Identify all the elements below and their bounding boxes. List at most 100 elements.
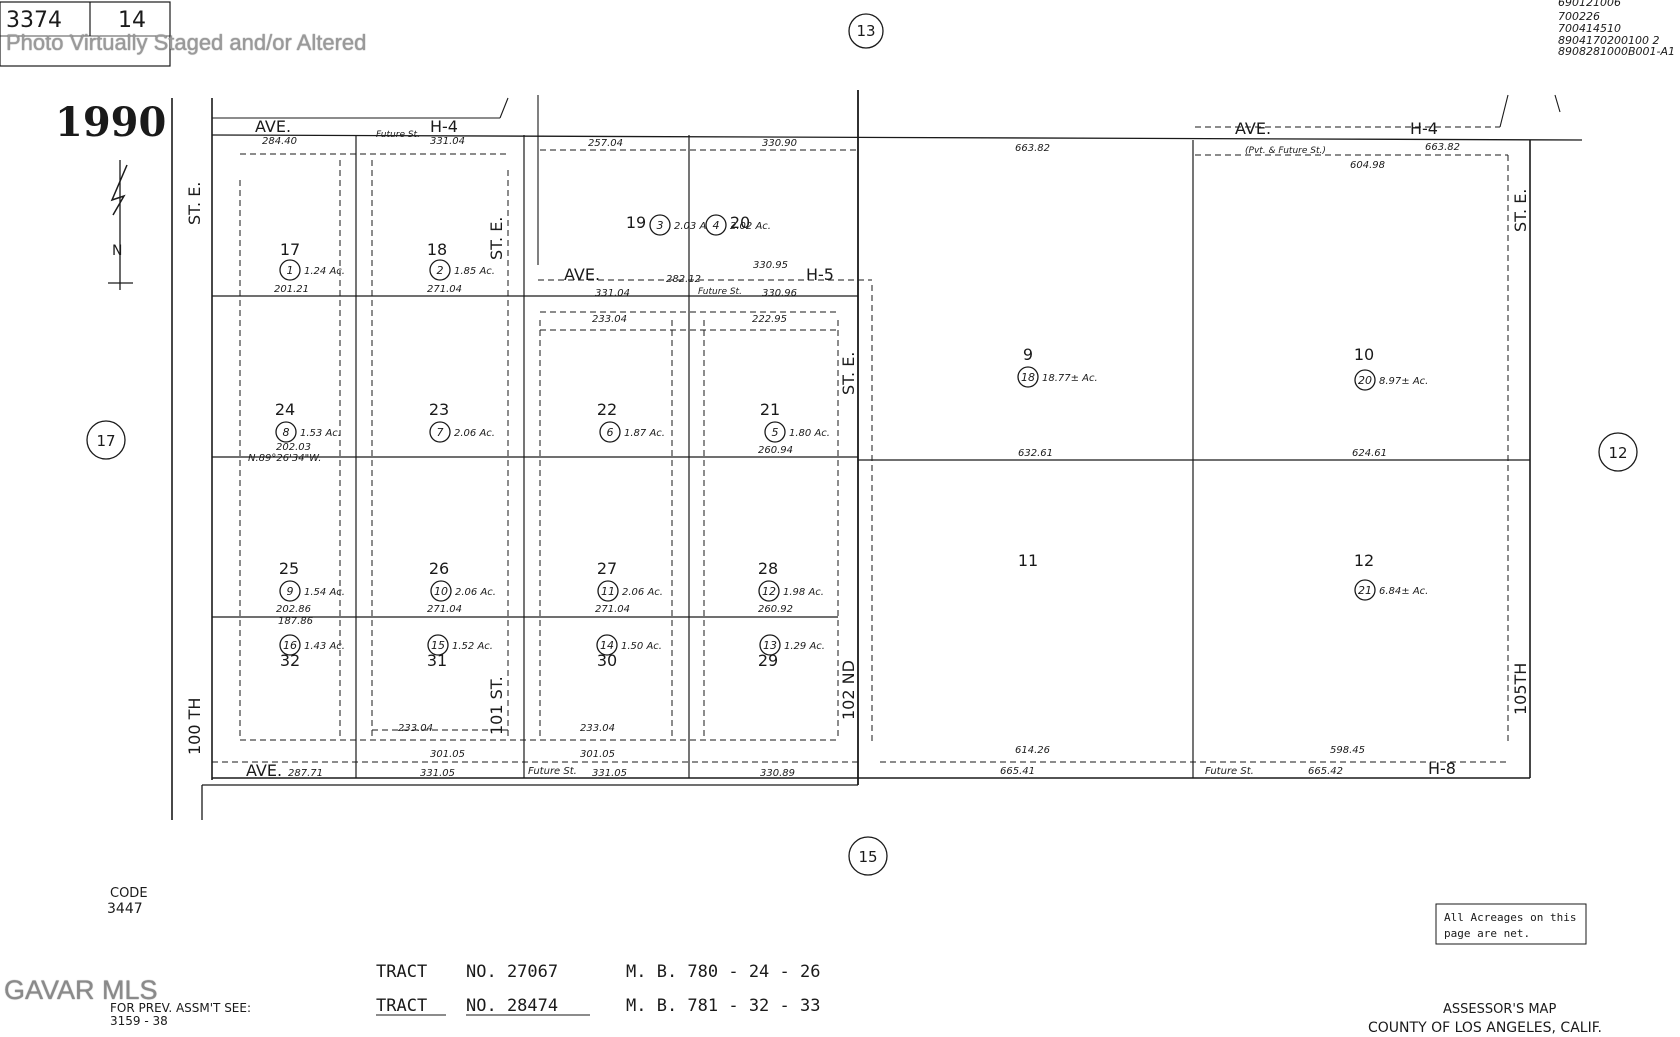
dimension: 598.45 [1330, 745, 1365, 756]
street-future: Future St. [528, 766, 577, 777]
lot-parcel[interactable]: 25 9 1.54 Ac. [279, 559, 345, 602]
parcel-acreage: 1.80 Ac. [789, 428, 830, 439]
parcel-number: 16 [283, 639, 297, 652]
dimension: 665.41 [1000, 766, 1035, 777]
tract-number: NO. 27067 [466, 962, 558, 982]
file-codes: 690121006 700226 700414510 8904170200100… [1558, 0, 1675, 58]
dimension: 287.71 [288, 768, 323, 779]
adjoining-page-17[interactable]: 17 [86, 420, 126, 460]
parcel-number: 4 [713, 219, 720, 232]
street-100th: 100 TH [185, 698, 204, 755]
note-line: All Acreages on this [1444, 911, 1576, 924]
parcel-acreage: 1.53 Ac. [300, 428, 341, 439]
dimension: 330.89 [760, 768, 795, 779]
parcel-acreage: 6.84± Ac. [1379, 586, 1428, 597]
dimension: 271.04 [595, 604, 630, 615]
svg-text:12: 12 [1608, 444, 1627, 462]
parcel-acreage: 1.50 Ac. [621, 641, 662, 652]
tract-map-book: M. B. 780 - 24 - 26 [626, 962, 820, 982]
code-block: CODE 3447 [107, 886, 148, 917]
dimension: 624.61 [1352, 448, 1387, 459]
map-number-box: 3374 14 [0, 1, 171, 67]
adjoining-page-15[interactable]: 15 [848, 836, 888, 876]
dimension: 271.04 [427, 604, 462, 615]
adjoining-page-12[interactable]: 12 [1598, 432, 1638, 472]
tract-references: TRACT NO. 27067 M. B. 780 - 24 - 26 TRAC… [376, 962, 820, 1016]
street-st-e-102: ST. E. [839, 352, 858, 395]
parcel-number: 9 [287, 585, 294, 598]
lot-number: 21 [760, 400, 780, 419]
dimension: 202.03 [276, 442, 311, 453]
street-ave-h4-right: AVE. [1235, 119, 1271, 138]
adjoining-page-13[interactable]: 13 [848, 13, 884, 49]
parcel-number: 13 [763, 639, 777, 652]
parcel-number: 21 [1358, 584, 1372, 597]
dimension: 233.04 [398, 723, 433, 734]
dimension: 201.21 [274, 284, 309, 295]
prev-assessment-label: FOR PREV. ASSM'T SEE: [110, 1001, 251, 1015]
lot-number: 26 [429, 559, 449, 578]
parcel-circle [279, 580, 301, 602]
watermark-mls: GAVAR MLS [4, 975, 158, 1005]
lot-number: 23 [429, 400, 449, 419]
street-ave-h4-right-name: H-4 [1410, 119, 1438, 138]
lot-number: 29 [758, 651, 778, 670]
parcel-circle [758, 580, 780, 602]
lot-number: 20 [730, 213, 750, 232]
dimension: 202.86 [276, 604, 311, 615]
parcel-acreage: 1.29 Ac. [784, 641, 825, 652]
parcel-circle [279, 259, 301, 281]
parcel-circle [1354, 369, 1376, 391]
parcel-acreage: 8.97± Ac. [1379, 376, 1428, 387]
parcel-circle [597, 580, 619, 602]
lot-number: 12 [1354, 551, 1374, 570]
dimension: 331.05 [420, 768, 455, 779]
parcel-circle [1017, 366, 1039, 388]
lot-number: 11 [1018, 551, 1038, 570]
lot-parcel[interactable]: 11 [1018, 551, 1038, 570]
street-st-e-105: ST. E. [1511, 189, 1530, 232]
parcel-acreage: 1.98 Ac. [783, 587, 824, 598]
parcel-circle [1354, 579, 1376, 601]
map-year: 1990 [55, 99, 166, 146]
dimension: 665.42 [1308, 766, 1343, 777]
dimension: 331.04 [595, 288, 630, 299]
parcel-lines [171, 90, 1583, 820]
dimension: N.89°26'34"W. [248, 453, 321, 464]
dimension: 271.04 [427, 284, 462, 295]
parcel-acreage: 1.43 Ac. [304, 641, 345, 652]
tract-map-book: M. B. 781 - 32 - 33 [626, 996, 820, 1016]
lot-number: 25 [279, 559, 299, 578]
parcel-number: 12 [762, 585, 776, 598]
lot-parcel[interactable]: 12 21 6.84± Ac. [1354, 551, 1429, 601]
parcel-acreage: 1.54 Ac. [304, 587, 345, 598]
dimension: 260.94 [758, 445, 793, 456]
street-102nd: 102 ND [839, 660, 858, 720]
parcel-number: 20 [1358, 374, 1372, 387]
parcel-acreage: 2.06 Ac. [454, 428, 495, 439]
parcel-circle [759, 634, 781, 656]
street-101st: 101 ST. [487, 676, 506, 735]
parcel-circle [705, 214, 727, 236]
parcel-acreage: 1.24 Ac. [304, 266, 345, 277]
file-code: 690121006 [1558, 0, 1621, 9]
street-ave-h8-name: H-8 [1428, 759, 1456, 778]
dimension: 614.26 [1015, 745, 1050, 756]
